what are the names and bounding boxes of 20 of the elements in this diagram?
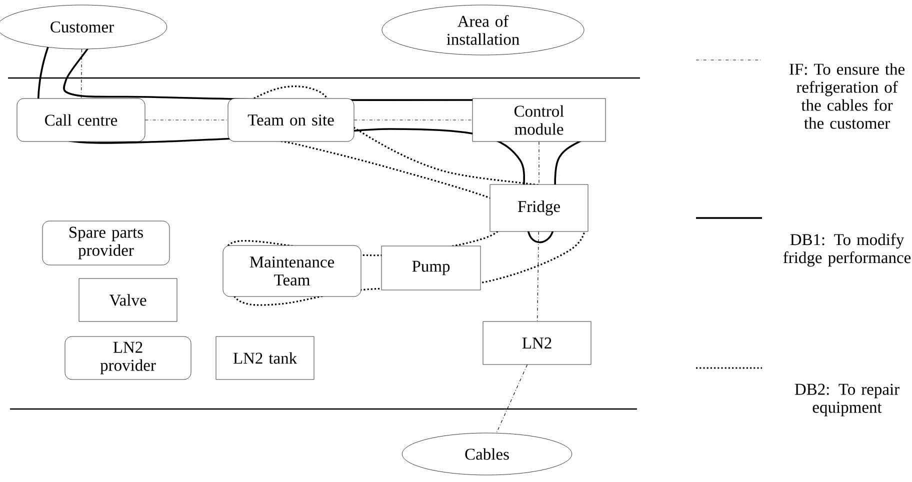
connector-line bbox=[80, 48, 82, 99]
box: LN2 bbox=[482, 321, 592, 365]
connector-line bbox=[496, 364, 528, 434]
rounded-box: Spare parts provider bbox=[42, 220, 170, 266]
rounded-box: Maintenance Team bbox=[222, 245, 362, 297]
legend-text: IF: To ensure the refrigeration of the cables for the customer bbox=[790, 63, 905, 129]
rounded-box: LN2 provider bbox=[64, 336, 192, 380]
ellipse-node: Cables bbox=[402, 432, 572, 476]
legend-text: DB2: To repair equipment bbox=[794, 384, 900, 416]
box: LN2 tank bbox=[216, 336, 314, 380]
box: Fridge bbox=[490, 184, 588, 232]
box: Valve bbox=[78, 278, 178, 322]
rounded-box: Team on site bbox=[228, 98, 354, 142]
connector-line bbox=[538, 141, 540, 185]
connector-line bbox=[537, 231, 539, 322]
legend-text: DB1: To modify fridge performance bbox=[783, 233, 911, 267]
ellipse-node: Area of installation bbox=[382, 4, 584, 56]
box: Control module bbox=[472, 98, 606, 142]
box: Pump bbox=[381, 246, 481, 290]
rounded-box: Call centre bbox=[16, 98, 146, 142]
